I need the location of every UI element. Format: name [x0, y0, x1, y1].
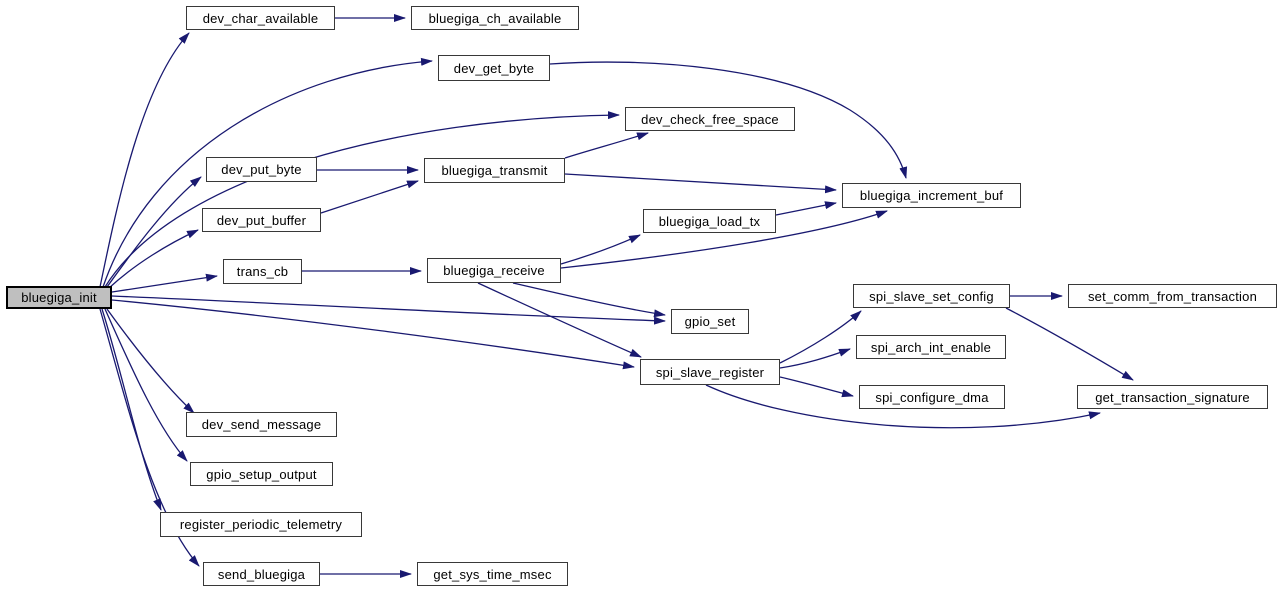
node-dev_put_buffer[interactable]: dev_put_buffer [202, 208, 321, 232]
edge-spi_slave_register--to--spi_configure_dma [779, 376, 854, 398]
node-dev_get_byte[interactable]: dev_get_byte [438, 55, 550, 81]
edge-bluegiga_transmit--to--dev_check_free_space [564, 132, 649, 159]
edge-bluegiga_init--to--spi_slave_register [111, 299, 635, 370]
node-get_transaction_signature[interactable]: get_transaction_signature [1077, 385, 1268, 409]
edge-spi_slave_register--to--spi_arch_int_enable [779, 348, 851, 369]
node-send_bluegiga[interactable]: send_bluegiga [203, 562, 320, 586]
node-bluegiga_receive[interactable]: bluegiga_receive [427, 258, 561, 283]
node-spi_configure_dma[interactable]: spi_configure_dma [859, 385, 1005, 409]
edge-bluegiga_load_tx--to--bluegiga_increment_buf [775, 201, 837, 216]
edge-bluegiga_init--to--dev_char_available [99, 32, 190, 288]
node-spi_arch_int_enable[interactable]: spi_arch_int_enable [856, 335, 1006, 359]
node-bluegiga_init: bluegiga_init [6, 286, 112, 309]
edge-bluegiga_init--to--gpio_setup_output [104, 308, 188, 462]
edge-spi_slave_set_config--to--get_transaction_signature [1005, 307, 1134, 381]
node-bluegiga_increment_buf[interactable]: bluegiga_increment_buf [842, 183, 1021, 208]
node-bluegiga_ch_available[interactable]: bluegiga_ch_available [411, 6, 579, 30]
node-spi_slave_set_config[interactable]: spi_slave_set_config [853, 284, 1010, 308]
edge-bluegiga_init--to--dev_get_byte [102, 57, 433, 288]
node-spi_slave_register[interactable]: spi_slave_register [640, 359, 780, 385]
node-bluegiga_transmit[interactable]: bluegiga_transmit [424, 158, 565, 183]
edge-bluegiga_receive--to--bluegiga_increment_buf [560, 210, 888, 269]
edge-bluegiga_init--to--send_bluegiga [99, 308, 200, 567]
edge-spi_slave_register--to--get_transaction_signature [705, 384, 1101, 429]
node-gpio_set[interactable]: gpio_set [671, 309, 749, 334]
node-dev_send_message[interactable]: dev_send_message [186, 412, 337, 437]
node-dev_put_byte[interactable]: dev_put_byte [206, 157, 317, 182]
edge-bluegiga_init--to--register_periodic_telemetry [101, 308, 162, 511]
edge-bluegiga_init--to--trans_cb [111, 273, 218, 293]
node-gpio_setup_output[interactable]: gpio_setup_output [190, 462, 333, 486]
node-dev_check_free_space[interactable]: dev_check_free_space [625, 107, 795, 131]
edge-bluegiga_init--to--dev_put_buffer [108, 229, 199, 289]
edge-bluegiga_receive--to--gpio_set [512, 282, 666, 318]
edge-bluegiga_receive--to--spi_slave_register [477, 282, 642, 358]
edge-bluegiga_receive--to--bluegiga_load_tx [560, 234, 641, 265]
edge-bluegiga_transmit--to--bluegiga_increment_buf [564, 173, 837, 194]
edge-dev_put_buffer--to--bluegiga_transmit [320, 180, 419, 214]
edge-bluegiga_init--to--dev_send_message [106, 308, 195, 414]
edges-group [99, 14, 1134, 578]
edge-bluegiga_init--to--gpio_set [111, 295, 666, 325]
node-bluegiga_load_tx[interactable]: bluegiga_load_tx [643, 209, 776, 233]
edge-bluegiga_init--to--dev_put_byte [106, 176, 202, 288]
edge-dev_get_byte--to--bluegiga_increment_buf [549, 61, 908, 179]
node-set_comm_from_transaction[interactable]: set_comm_from_transaction [1068, 284, 1277, 308]
edge-spi_slave_register--to--spi_slave_set_config [779, 310, 862, 364]
node-dev_char_available[interactable]: dev_char_available [186, 6, 335, 30]
node-trans_cb[interactable]: trans_cb [223, 259, 302, 284]
node-register_periodic_telemetry[interactable]: register_periodic_telemetry [160, 512, 362, 537]
node-get_sys_time_msec[interactable]: get_sys_time_msec [417, 562, 568, 586]
